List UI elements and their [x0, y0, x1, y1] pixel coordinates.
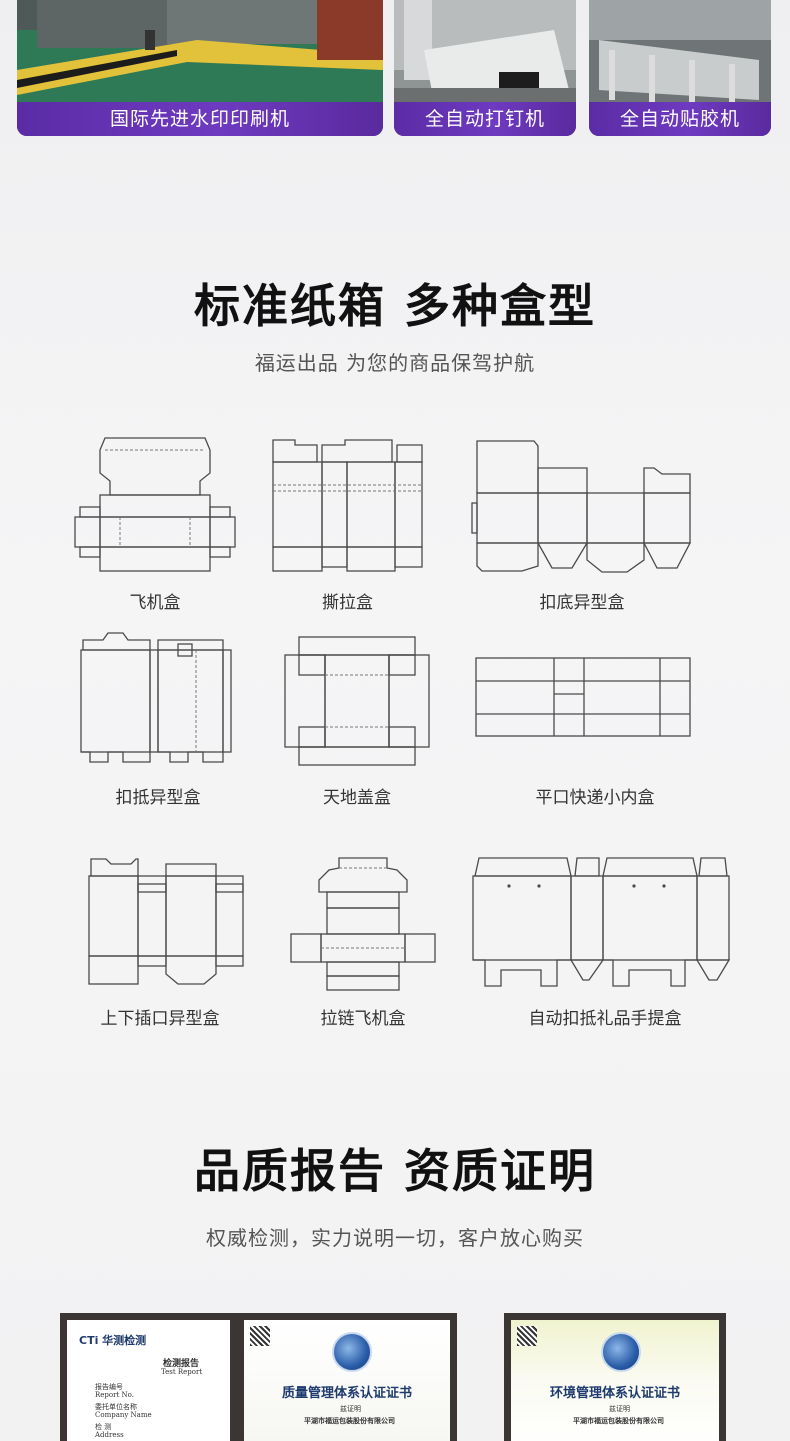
flat-mailer-box-die-icon — [474, 656, 692, 738]
environment-cert-paper: 环境管理体系认证证书 兹证明 平湖市福运包装股份有限公司 — [511, 1320, 719, 1441]
report-line: 委托单位名称 — [95, 1403, 137, 1411]
box-type-label: 飞机盒 — [129, 593, 181, 613]
report-line: Company Name — [95, 1411, 152, 1419]
environment-cert-title: 环境管理体系认证证书 — [549, 1386, 680, 1401]
qr-code-icon — [517, 1326, 537, 1346]
box-type-label: 上下插口异型盒 — [100, 1009, 220, 1029]
box-types-title: 标准纸箱 多种盒型 — [193, 279, 596, 333]
box-type-label: 自动扣抵礼品手提盒 — [528, 1009, 682, 1029]
box-type-label: 扣底异型盒 — [539, 593, 625, 613]
lid-base-box-die-icon — [283, 635, 431, 767]
report-line: Report No. — [95, 1391, 134, 1399]
certificate-frame-test-report: CTi 华测检测 检测报告 Test Report 报告编号 Report No… — [60, 1313, 237, 1441]
test-report-title-en: Test Report — [161, 1368, 203, 1376]
equipment-card-gluer: 全自动贴胶机 — [589, 0, 771, 136]
equipment-card-stapler: 全自动打钉机 — [394, 0, 576, 136]
certificate-frame-environment: 环境管理体系认证证书 兹证明 平湖市福运包装股份有限公司 — [504, 1313, 726, 1441]
box-types-subtitle: 福运出品 为您的商品保驾护航 — [254, 351, 536, 375]
quality-subtitle: 权威检测，实力说明一切，客户放心购买 — [206, 1226, 584, 1250]
environment-cert-company: 平湖市福运包装股份有限公司 — [573, 1416, 664, 1425]
certificate-frame-quality: 质量管理体系认证证书 兹证明 平湖市福运包装股份有限公司 — [237, 1313, 457, 1441]
tuck-lock-box-die-icon — [78, 630, 233, 766]
box-type-label: 拉链飞机盒 — [320, 1009, 406, 1029]
certification-globe-logo — [601, 1332, 641, 1372]
environment-cert-subtitle: 兹证明 — [609, 1405, 630, 1413]
equipment-caption: 全自动打钉机 — [394, 102, 576, 136]
test-report-paper: CTi 华测检测 检测报告 Test Report 报告编号 Report No… — [67, 1320, 230, 1441]
report-line: 报告编号 — [95, 1383, 123, 1391]
test-report-title: 检测报告 — [163, 1359, 200, 1369]
tear-strip-box-die-icon — [270, 437, 425, 573]
certification-globe-logo — [332, 1332, 372, 1372]
tuck-end-box-die-icon — [86, 856, 246, 992]
box-type-label: 平口快递小内盒 — [535, 788, 655, 808]
cti-logo-text: CTi 华测检测 — [79, 1334, 147, 1347]
quality-cert-company: 平湖市福运包装股份有限公司 — [304, 1416, 395, 1425]
box-type-label: 撕拉盒 — [322, 593, 373, 613]
report-line: Address — [95, 1431, 124, 1439]
printing-machine-photo — [17, 0, 383, 136]
gift-handle-box-die-icon — [471, 854, 733, 990]
report-line: 检 测 — [95, 1423, 112, 1431]
box-type-label: 扣抵异型盒 — [115, 788, 201, 808]
quality-cert-subtitle: 兹证明 — [340, 1405, 361, 1413]
lock-bottom-box-die-icon — [471, 438, 692, 574]
airplane-box-die-icon — [74, 435, 236, 573]
equipment-card-printer: 国际先进水印印刷机 — [17, 0, 383, 136]
zipper-airplane-box-die-icon — [289, 856, 437, 992]
box-type-label: 天地盖盒 — [323, 788, 391, 808]
quality-cert-paper: 质量管理体系认证证书 兹证明 平湖市福运包装股份有限公司 — [244, 1320, 450, 1441]
equipment-caption: 全自动贴胶机 — [589, 102, 771, 136]
equipment-caption: 国际先进水印印刷机 — [17, 102, 383, 136]
qr-code-icon — [250, 1326, 270, 1346]
quality-cert-title: 质量管理体系认证证书 — [281, 1386, 412, 1401]
quality-title: 品质报告 资质证明 — [193, 1144, 596, 1198]
